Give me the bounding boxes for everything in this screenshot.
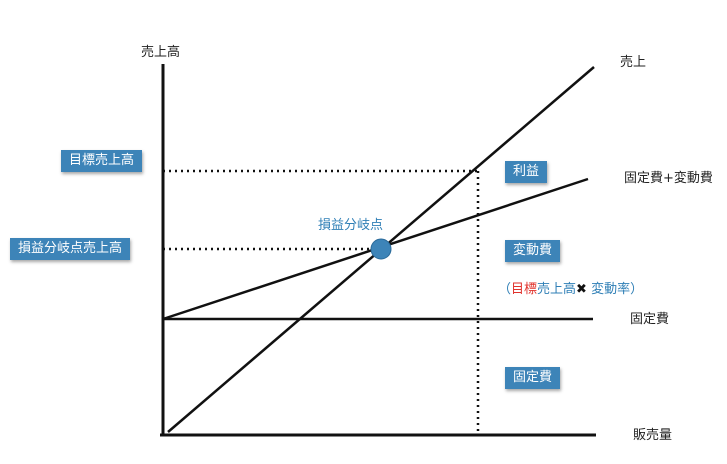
variable-cost-formula: （目標売上高✖ 変動率）	[498, 278, 643, 297]
total-cost-line-label: 固定費+変動費	[624, 171, 713, 186]
fixed-cost-line-label: 固定費	[630, 312, 670, 327]
sales-line-label: 売上	[620, 55, 647, 70]
multiply-icon: ✖	[576, 282, 587, 297]
target-sales-box: 目標売上高	[61, 150, 143, 172]
variable-cost-box: 変動費	[505, 240, 561, 262]
formula-target: 目標	[511, 282, 538, 297]
y-axis-label: 売上高	[141, 45, 181, 60]
formula-sales: 売上高	[537, 282, 577, 297]
breakeven-sales-box: 損益分岐点売上高	[10, 238, 131, 260]
profit-box: 利益	[505, 161, 548, 183]
formula-open-paren: （	[498, 282, 512, 297]
x-axis-label: 販売量	[633, 428, 673, 443]
fixed-cost-box: 固定費	[505, 367, 561, 389]
breakeven-point-label: 損益分岐点	[318, 218, 384, 233]
breakeven-point-marker	[370, 238, 392, 260]
formula-rate: 変動率）	[586, 282, 644, 297]
